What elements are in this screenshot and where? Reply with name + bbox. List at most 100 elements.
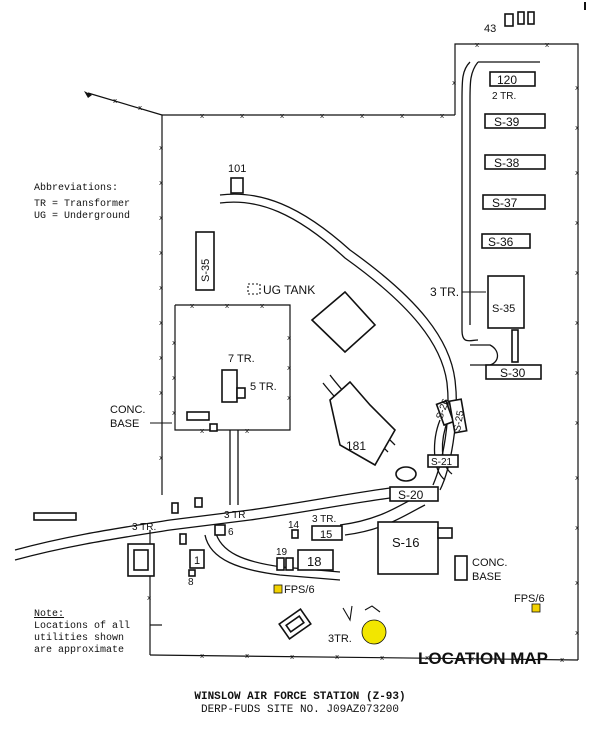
roads bbox=[14, 61, 540, 581]
svg-text:x: x bbox=[159, 179, 163, 187]
svg-text:x: x bbox=[159, 454, 163, 462]
building-120-shape bbox=[489, 71, 536, 87]
building-s39: S-39 bbox=[494, 115, 520, 129]
svg-text:x: x bbox=[575, 579, 579, 587]
svg-text:x: x bbox=[320, 112, 324, 120]
label-conc-base-left-1: CONC. bbox=[110, 404, 145, 416]
svg-text:x: x bbox=[172, 409, 176, 417]
note-title: Note: bbox=[34, 609, 64, 620]
svg-text:x: x bbox=[138, 104, 142, 112]
svg-text:x: x bbox=[380, 654, 384, 662]
label-3-tr-bottom: 3TR. bbox=[328, 633, 352, 645]
svg-text:x: x bbox=[159, 354, 163, 362]
svg-text:x: x bbox=[575, 219, 579, 227]
svg-text:x: x bbox=[172, 374, 176, 382]
svg-text:x: x bbox=[575, 319, 579, 327]
svg-text:x: x bbox=[190, 302, 194, 310]
svg-text:x: x bbox=[575, 84, 579, 92]
building-181: 181 bbox=[346, 439, 366, 453]
north-arrow-tip bbox=[84, 91, 92, 98]
building-s20: S-20 bbox=[398, 488, 424, 502]
building-18: 18 bbox=[307, 554, 321, 569]
label-fps-right: FPS/6 bbox=[514, 593, 545, 605]
svg-text:x: x bbox=[360, 112, 364, 120]
label-3-tr-right: 3 TR. bbox=[430, 285, 459, 299]
svg-text:x: x bbox=[575, 474, 579, 482]
building-s25: S-25 bbox=[452, 409, 467, 432]
svg-text:x: x bbox=[159, 214, 163, 222]
svg-text:x: x bbox=[470, 655, 474, 663]
inner-fence-compound: x x x x x x x x x x x bbox=[172, 302, 291, 435]
note-line-2: utilities shown bbox=[34, 632, 124, 644]
building-s38: S-38 bbox=[494, 156, 520, 170]
building-s16: S-16 bbox=[392, 535, 419, 550]
svg-text:x: x bbox=[440, 112, 444, 120]
svg-text:x: x bbox=[452, 79, 456, 87]
svg-text:x: x bbox=[147, 594, 151, 602]
svg-text:x: x bbox=[159, 249, 163, 257]
abbreviations-legend: Abbreviations: TR = Transformer UG = Und… bbox=[34, 182, 130, 222]
building-43: 43 bbox=[484, 23, 496, 35]
building-6: 6 bbox=[228, 527, 234, 538]
svg-text:x: x bbox=[575, 419, 579, 427]
building-101: 101 bbox=[228, 163, 246, 175]
svg-text:x: x bbox=[575, 629, 579, 637]
legend-line-1: TR = Transformer bbox=[34, 198, 130, 210]
label-conc-base-right-1: CONC. bbox=[472, 557, 507, 569]
svg-text:x: x bbox=[159, 389, 163, 397]
fps-marker-center bbox=[273, 584, 283, 594]
svg-text:x: x bbox=[575, 169, 579, 177]
svg-text:x: x bbox=[172, 339, 176, 347]
building-s35-right: S-35 bbox=[492, 303, 515, 315]
label-3-tr-center: 3 TR. bbox=[312, 514, 336, 525]
label-5-tr: 5 TR. bbox=[250, 381, 277, 393]
footer-line-1: WINSLOW AIR FORCE STATION (Z-93) bbox=[194, 691, 405, 703]
label-conc-base-left-2: BASE bbox=[110, 418, 139, 430]
footer-line-2: DERP-FUDS SITE NO. J09AZ073200 bbox=[201, 704, 399, 716]
svg-text:x: x bbox=[200, 112, 204, 120]
svg-text:x: x bbox=[159, 319, 163, 327]
building-14: 14 bbox=[288, 520, 300, 531]
svg-text:x: x bbox=[287, 334, 291, 342]
building-19: 19 bbox=[276, 547, 288, 558]
svg-text:x: x bbox=[159, 284, 163, 292]
label-3-tr-left: 3 TR. bbox=[132, 522, 156, 533]
note-line-1: Locations of all bbox=[34, 620, 130, 632]
building-8: 8 bbox=[188, 577, 194, 588]
label-conc-base-right-2: BASE bbox=[472, 571, 501, 583]
buildings: 43 120 2 TR. S-39 S-38 S-37 S-36 S-35 3 … bbox=[33, 11, 546, 640]
svg-text:x: x bbox=[245, 427, 249, 435]
svg-text:x: x bbox=[545, 41, 549, 49]
svg-text:x: x bbox=[200, 427, 204, 435]
svg-text:x: x bbox=[240, 112, 244, 120]
svg-text:x: x bbox=[113, 97, 117, 105]
svg-text:x: x bbox=[335, 653, 339, 661]
svg-text:x: x bbox=[290, 653, 294, 661]
svg-text:x: x bbox=[287, 394, 291, 402]
svg-text:x: x bbox=[280, 112, 284, 120]
building-1: 1 bbox=[194, 555, 200, 567]
label-7-tr: 7 TR. bbox=[228, 353, 255, 365]
svg-text:x: x bbox=[260, 302, 264, 310]
svg-text:x: x bbox=[560, 656, 564, 664]
transformer-marker bbox=[361, 619, 387, 645]
svg-text:x: x bbox=[159, 144, 163, 152]
markers: FPS/6 FPS/6 3TR. bbox=[273, 584, 545, 645]
svg-text:x: x bbox=[400, 112, 404, 120]
building-s21: S-21 bbox=[431, 457, 453, 468]
edge-mark bbox=[584, 2, 586, 10]
svg-text:x: x bbox=[575, 269, 579, 277]
map-title: LOCATION MAP bbox=[418, 649, 548, 668]
building-s37: S-37 bbox=[492, 196, 518, 210]
label-3-tr-mid: 3 TR bbox=[224, 510, 246, 521]
svg-text:x: x bbox=[575, 124, 579, 132]
svg-text:x: x bbox=[575, 524, 579, 532]
svg-text:x: x bbox=[287, 364, 291, 372]
label-fps-center: FPS/6 bbox=[284, 584, 315, 596]
svg-text:x: x bbox=[425, 654, 429, 662]
svg-text:x: x bbox=[225, 302, 229, 310]
note-line-3: are approximate bbox=[34, 644, 124, 656]
approximate-note: Note: Locations of all utilities shown a… bbox=[34, 609, 130, 656]
